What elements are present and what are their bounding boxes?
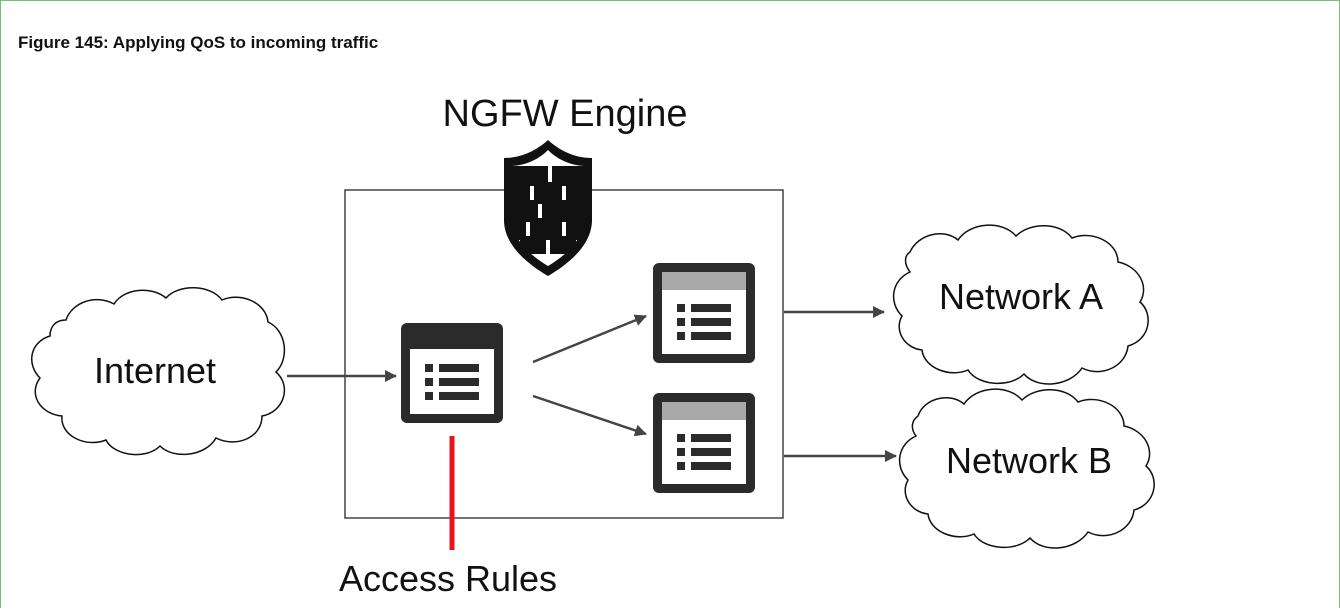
firewall-shield-icon	[504, 140, 592, 276]
network-a-label: Network A	[939, 276, 1103, 317]
network-b-cloud: Network B	[898, 388, 1155, 549]
arrow-to-qos-b	[532, 394, 647, 437]
access-rules-icon	[401, 323, 503, 423]
network-a-cloud: Network A	[892, 224, 1149, 385]
access-rules-label: Access Rules	[339, 558, 557, 599]
qos-rules-icon-network-a	[653, 263, 755, 363]
arrow-to-qos-a	[532, 314, 647, 364]
internet-label: Internet	[94, 350, 216, 391]
figure-title: Figure 145: Applying QoS to incoming tra…	[18, 33, 379, 52]
network-b-label: Network B	[946, 440, 1112, 481]
internet-cloud: Internet	[30, 287, 286, 456]
qos-rules-icon-network-b	[653, 393, 755, 493]
engine-label: NGFW Engine	[443, 93, 688, 135]
